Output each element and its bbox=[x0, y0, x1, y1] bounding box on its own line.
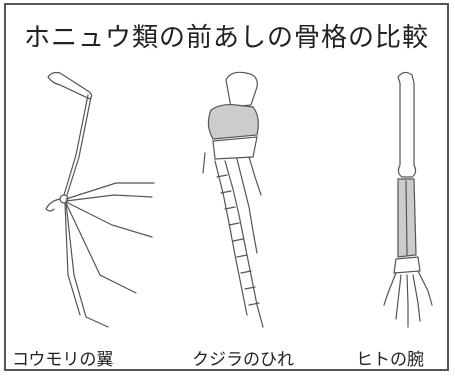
human-arm-skeleton bbox=[374, 65, 444, 335]
caption-bat-wing: コウモリの翼 bbox=[12, 345, 113, 370]
whale-flipper-skeleton bbox=[191, 65, 301, 335]
caption-whale-flipper: クジラのひれ bbox=[192, 345, 294, 370]
diagram-title: ホニュウ類の前あしの骨格の比較 bbox=[6, 17, 447, 54]
diagram-frame: ホニュウ類の前あしの骨格の比較 bbox=[4, 3, 449, 371]
human-arm-drawing bbox=[374, 65, 444, 335]
caption-human-arm: ヒトの腕 bbox=[356, 345, 424, 370]
bat-wing-skeleton bbox=[16, 65, 156, 335]
whale-flipper-drawing bbox=[191, 65, 301, 335]
bat-wing-drawing bbox=[16, 65, 156, 335]
